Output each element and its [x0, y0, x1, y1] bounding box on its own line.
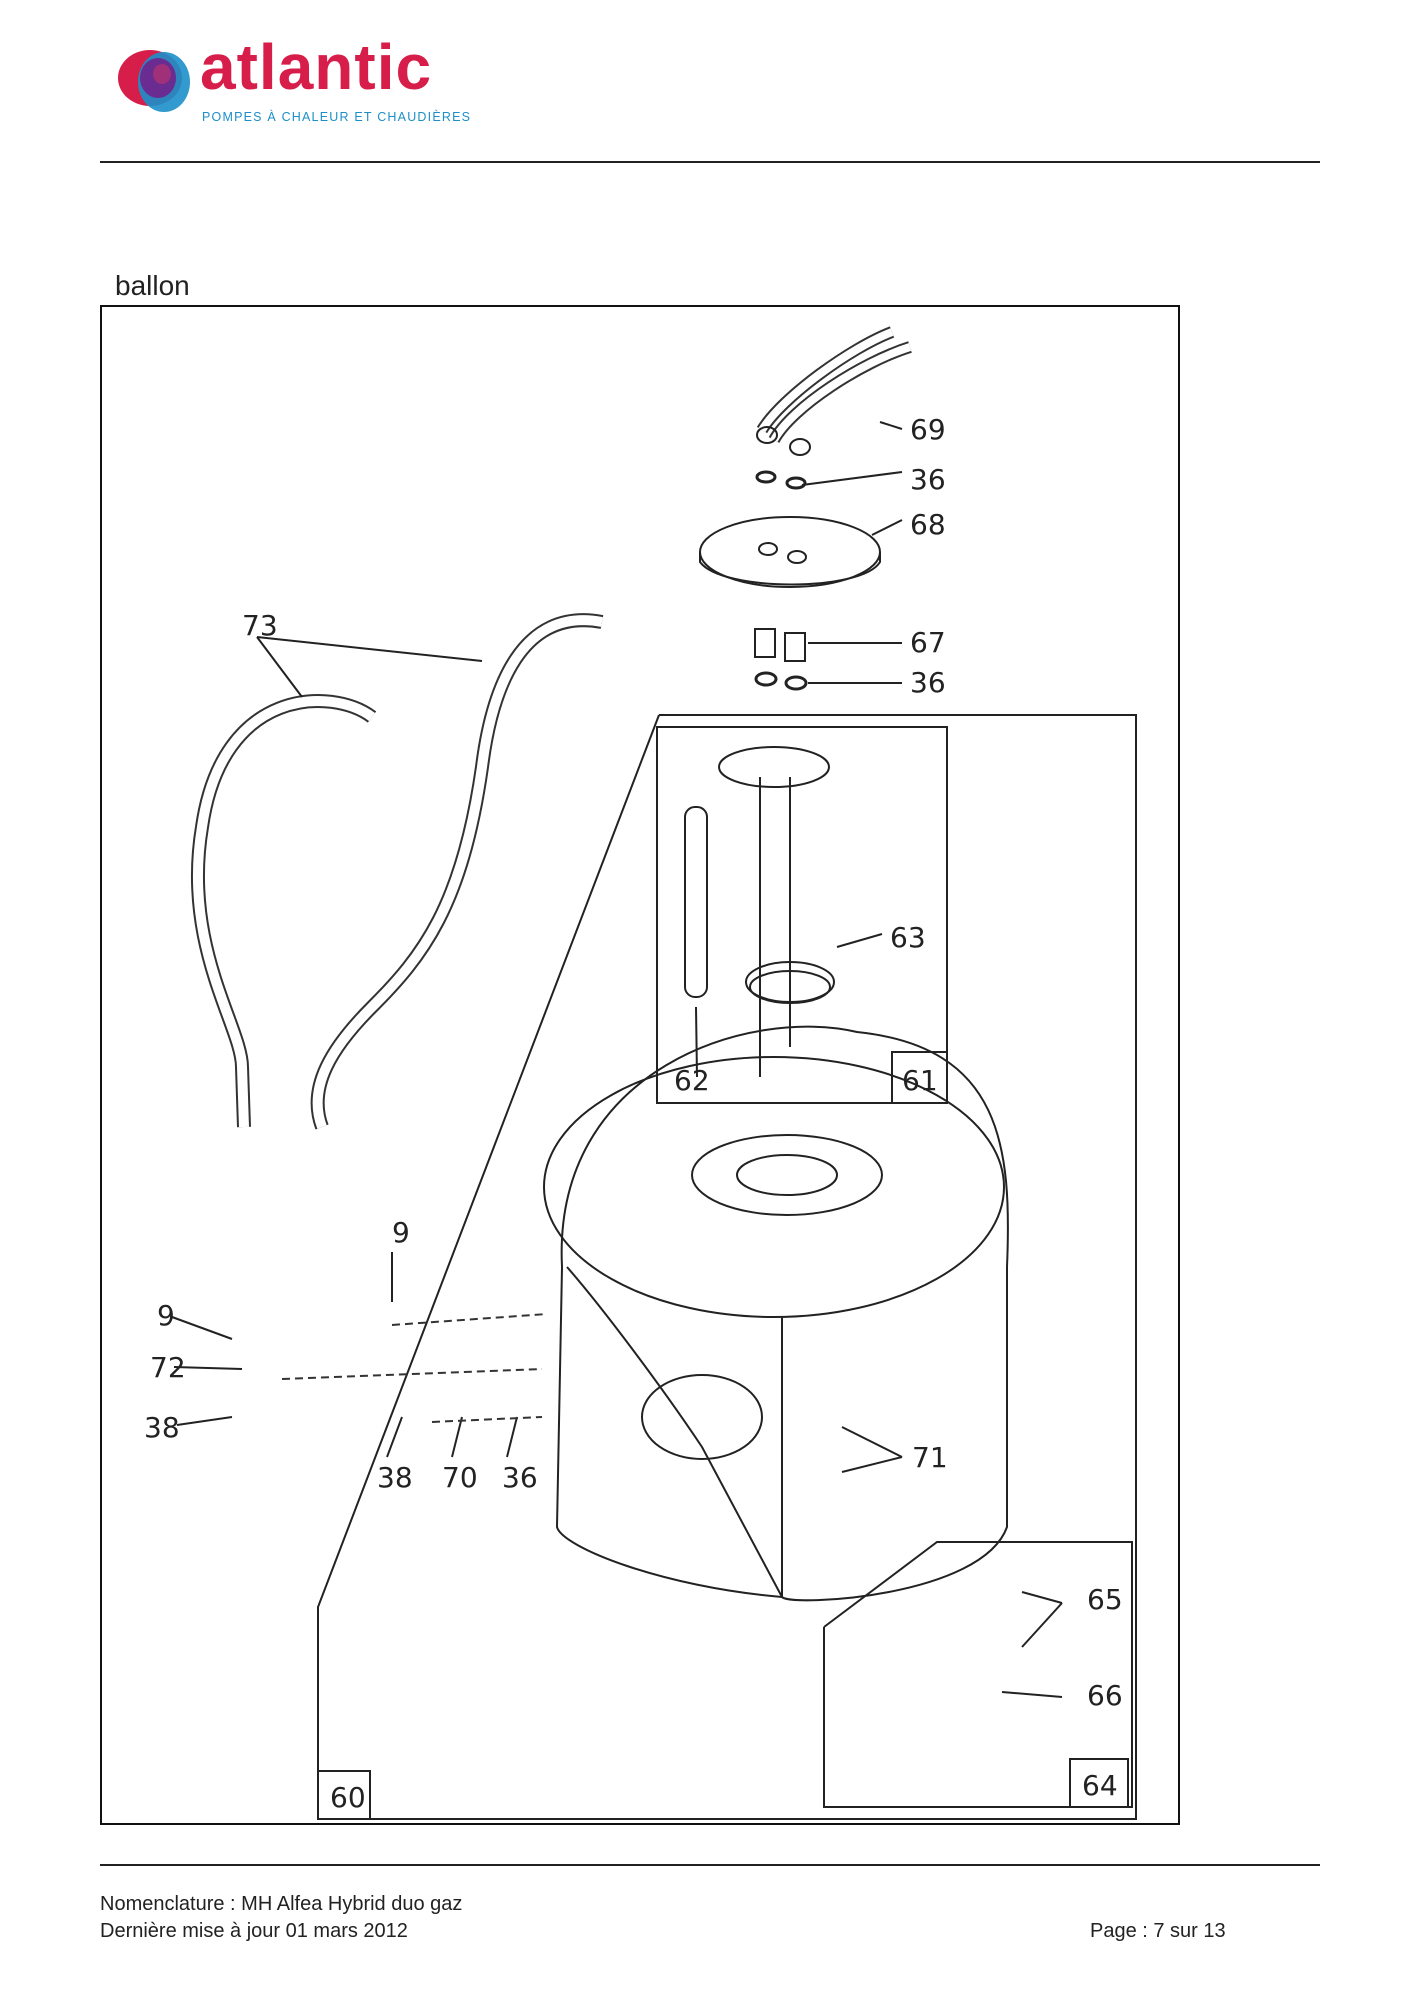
footer-last-update: Dernière mise à jour 01 mars 2012: [100, 1920, 408, 1942]
fitting-67-a: [754, 628, 776, 658]
part-label-71: 71: [912, 1441, 948, 1474]
part-label-38-bottom: 38: [377, 1461, 413, 1494]
part-label-36-top: 36: [910, 463, 946, 496]
part-label-64: 64: [1082, 1769, 1118, 1802]
header-rule: [100, 161, 1320, 163]
part-label-38-left: 38: [144, 1411, 180, 1444]
section-title: ballon: [115, 270, 190, 301]
part-label-67: 67: [910, 626, 946, 659]
panel-64-label-box: [1069, 1758, 1129, 1808]
panel-60-outline: [317, 714, 1137, 1820]
atlantic-logo-mark-icon: [118, 50, 190, 112]
diagram-frame: [100, 305, 1180, 1825]
part-label-36-bottom: 36: [502, 1461, 538, 1494]
part-label-66: 66: [1087, 1679, 1123, 1712]
part-label-62: 62: [674, 1064, 710, 1097]
part-label-9-right: 9: [392, 1216, 410, 1249]
footer-rule: [100, 1864, 1320, 1866]
footer-nomenclature: Nomenclature : MH Alfea Hybrid duo gaz: [100, 1893, 463, 1915]
panel-64-outline: [823, 1541, 1133, 1808]
exploded-view-drawing: 69 36 68 67 36 73 63 62 61 9 9 72 38 38 …: [144, 326, 1137, 1820]
fitting-67-b: [784, 632, 806, 662]
brand-name: atlantic: [200, 31, 433, 103]
footer-page-number: Page : 7 sur 13: [1090, 1920, 1226, 1942]
part-label-60: 60: [330, 1781, 366, 1814]
part-label-63: 63: [890, 921, 926, 954]
part-label-36-mid: 36: [910, 666, 946, 699]
part-label-65: 65: [1087, 1583, 1123, 1616]
panel-61-outline: [656, 726, 948, 1104]
part-label-73: 73: [242, 609, 278, 642]
panel-60-label-box: [317, 1770, 371, 1820]
part-label-70: 70: [442, 1461, 478, 1494]
anode-62: [684, 806, 708, 998]
atlantic-logo: atlantic POMPES À CHALEUR ET CHAUDIÈRES: [112, 31, 492, 128]
part-label-69: 69: [910, 413, 946, 446]
part-label-9-left: 9: [157, 1299, 175, 1332]
panel-61-label-box: [891, 1051, 948, 1104]
brand-tagline: POMPES À CHALEUR ET CHAUDIÈRES: [202, 110, 472, 124]
part-label-61: 61: [902, 1064, 938, 1097]
part-label-72: 72: [150, 1351, 186, 1384]
part-label-68: 68: [910, 508, 946, 541]
